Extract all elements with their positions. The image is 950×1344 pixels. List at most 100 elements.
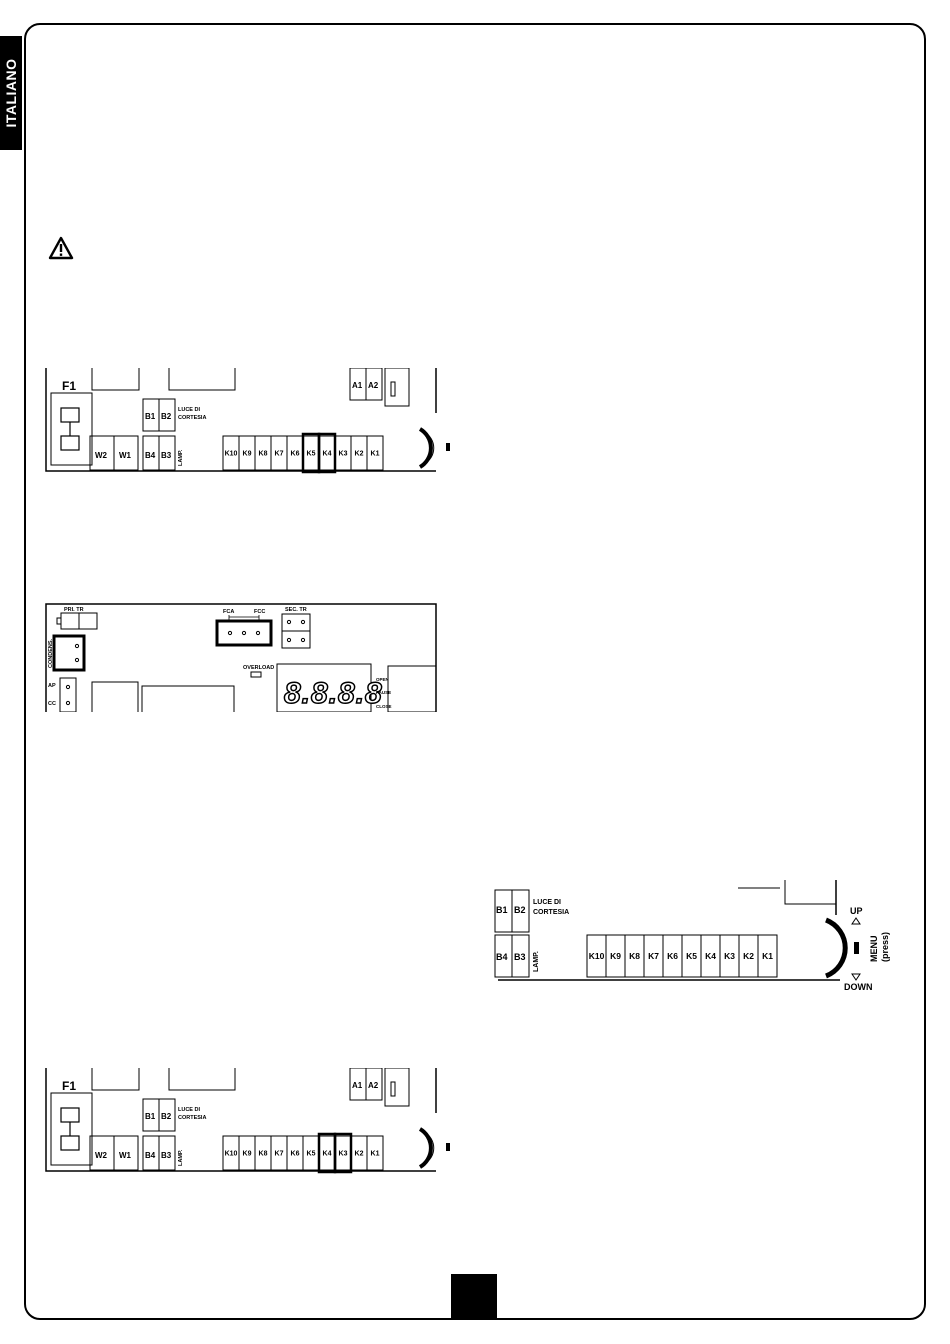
fcc-label: FCC [254,609,265,615]
luce-label-2: CORTESIA [178,1115,206,1121]
terminal-k2: K2 [355,1150,364,1157]
terminal-k3: K3 [724,951,735,961]
luce-label-1: LUCE DI [178,1107,200,1113]
terminal-b2: B2 [161,412,172,421]
terminal-k10: K10 [225,450,238,457]
terminal-k1: K1 [371,450,380,457]
terminal-k9: K9 [243,1150,252,1157]
terminal-w1: W1 [119,1151,132,1160]
terminal-k6: K6 [667,951,678,961]
terminal-k7: K7 [275,450,284,457]
terminal-b2: B2 [161,1112,172,1121]
warning-icon [48,236,74,265]
board-diagram-k4-k3: F1 W2 W1 B1 B2 B4 B3 LUCE DI CORTESIA LA… [40,1068,460,1178]
terminal-k4: K4 [323,450,332,457]
pri-tr-label: PRI. TR [64,607,84,613]
menu-knob [418,427,450,469]
terminal-b4: B4 [145,451,156,460]
terminal-k8: K8 [259,1150,268,1157]
fuse-holder [50,392,93,466]
fca-label: FCA [223,609,234,615]
board-diagram-display: PRI. TR CONDENS. AP CC FCA FCC SEC. TR [40,600,460,712]
terminal-k7: K7 [275,1150,284,1157]
terminal-k6: K6 [291,1150,300,1157]
terminal-k7: K7 [648,951,659,961]
k-terminal-strip: K10 K9 K8 K7 K6 K5 K4 K3 K2 K1 [586,934,778,978]
terminal-b4: B4 [496,952,508,962]
terminal-k6: K6 [291,450,300,457]
terminal-b1: B1 [145,412,156,421]
terminal-k8: K8 [629,951,640,961]
terminal-k4: K4 [323,1150,332,1157]
overload-label: OVERLOAD [243,665,274,671]
terminal-k2: K2 [355,450,364,457]
terminal-k4: K4 [705,951,716,961]
ap-label: AP [48,683,56,689]
terminal-k3: K3 [339,1150,348,1157]
terminal-b3: B3 [514,952,526,962]
terminal-a1: A1 [352,1081,363,1090]
lamp-label: LAMP. [178,449,184,466]
sec-tr-label: SEC. TR [285,607,307,613]
menu-label: MENU [869,936,879,963]
cc-label: CC [48,701,56,707]
highlight-k4 [317,432,337,474]
terminal-k9: K9 [243,450,252,457]
pause-label: PAUSE [376,690,391,695]
fuse-label: F1 [62,379,76,393]
terminal-b3: B3 [161,1151,172,1160]
condens-label: CONDENS. [48,638,54,668]
k-terminal-strip: K10 K9 K8 K7 K6 K5 K4 K3 K2 K1 [222,1132,384,1174]
terminal-box-k1 [757,934,778,978]
terminal-w2: W2 [95,451,108,460]
terminal-k8: K8 [259,450,268,457]
terminal-b2: B2 [514,905,526,915]
language-tab-label: ITALIANO [3,58,19,128]
terminal-k1: K1 [371,1150,380,1157]
luce-label-2: CORTESIA [533,909,569,916]
terminal-k5: K5 [686,951,697,961]
k-terminal-strip: K10 K9 K8 K7 K6 K5 K4 K3 K2 K1 [222,432,384,474]
terminal-b3: B3 [161,451,172,460]
language-tab: ITALIANO [0,36,22,150]
terminal-w1: W1 [119,451,132,460]
highlight-k3 [333,1132,353,1174]
menu-knob [418,1127,450,1169]
terminal-k1: K1 [762,951,773,961]
up-label: UP [850,906,863,916]
luce-label-1: LUCE DI [533,899,561,906]
luce-label-2: CORTESIA [178,415,206,421]
open-label: OPEN [376,677,389,682]
board-diagram-menu: B1 B2 B4 B3 LUCE DI CORTESIA LAMP. K10 K9… [490,880,900,995]
terminal-k10: K10 [225,1150,238,1157]
lamp-label: LAMP. [178,1149,184,1166]
terminal-a1: A1 [352,381,363,390]
luce-label-1: LUCE DI [178,407,200,413]
terminal-k3: K3 [339,450,348,457]
lamp-label: LAMP. [533,951,540,972]
board-diagram-k5-k4: F1 W2 W1 B1 B2 B4 B3 LUCE DI CORTESIA LA… [40,368,460,478]
down-label: DOWN [844,982,873,992]
terminal-k5: K5 [307,450,316,457]
terminal-a2: A2 [368,381,379,390]
terminal-box-k1 [366,1135,384,1171]
seven-seg-display: 8.8.8.8 [284,677,383,710]
terminal-a2: A2 [368,1081,379,1090]
press-label: (press) [880,932,890,962]
terminal-k9: K9 [610,951,621,961]
terminal-k2: K2 [743,951,754,961]
terminal-b4: B4 [145,1151,156,1160]
terminal-w2: W2 [95,1151,108,1160]
fuse-label: F1 [62,1079,76,1093]
fuse-holder [50,1092,93,1166]
terminal-b1: B1 [145,1112,156,1121]
terminal-box-k1 [366,435,384,471]
terminal-k5: K5 [307,1150,316,1157]
terminal-b1: B1 [496,905,508,915]
down-arrow-icon [851,973,861,981]
up-arrow-icon [851,917,861,925]
menu-knob [824,917,859,979]
terminal-k10: K10 [589,951,605,961]
close-label: CLOSE [376,704,392,709]
page-number-box [451,1274,497,1320]
